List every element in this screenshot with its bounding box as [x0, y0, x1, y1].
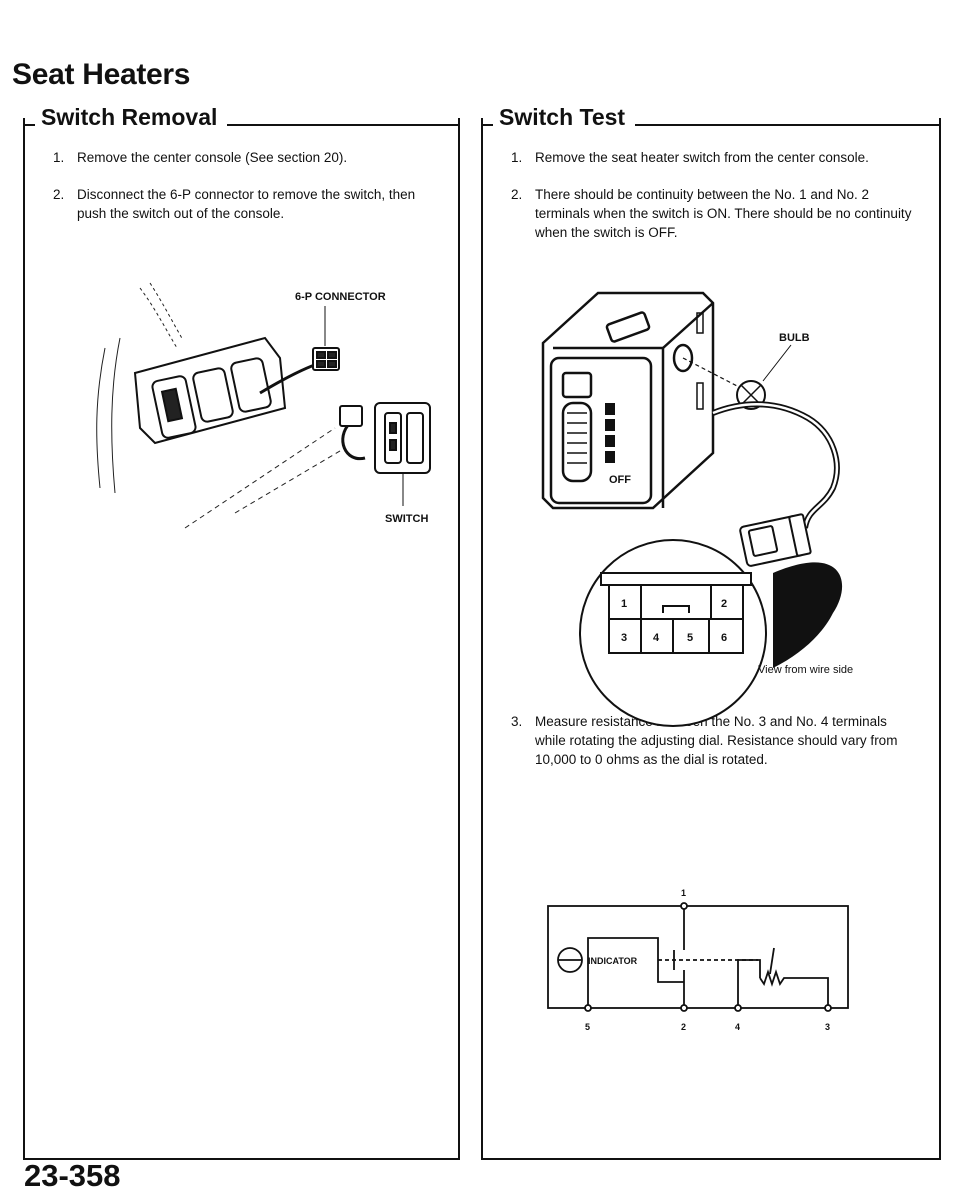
- terminal-block-drawing: [600, 572, 752, 654]
- switch-removal-panel: Switch Removal 1. Remove the center cons…: [23, 104, 460, 1160]
- step-number: 1.: [53, 150, 65, 165]
- terminal-1: 1: [621, 598, 627, 610]
- bulb-label: BULB: [779, 332, 810, 344]
- step-text: Remove the center console (See section 2…: [77, 150, 348, 165]
- schematic-terminal-2: 2: [681, 1022, 686, 1032]
- switch-removal-title: Switch Removal: [41, 103, 218, 130]
- removal-step: 1. Remove the center console (See sectio…: [53, 148, 440, 167]
- switch-test-panel: Switch Test 1. Remove the seat heater sw…: [481, 104, 941, 1160]
- magnify-wedge: [773, 562, 843, 668]
- terminal-2: 2: [721, 598, 727, 610]
- terminal-6: 6: [721, 632, 727, 644]
- connector-drawing: [739, 513, 812, 567]
- page-number: 23-358: [24, 1158, 121, 1193]
- test-step: 2. There should be continuity between th…: [511, 185, 921, 242]
- switch-test-illustration: OFF BULB: [541, 291, 853, 727]
- test-steps: 1. Remove the seat heater switch from th…: [511, 148, 921, 787]
- switch-test-header: Switch Test: [481, 100, 941, 134]
- switch-removal-header: Switch Removal: [23, 100, 460, 134]
- console-panel-drawing: [133, 336, 287, 445]
- switch-drawing: [339, 402, 431, 474]
- header-rule: [635, 124, 941, 126]
- step-number: 2.: [511, 187, 523, 202]
- switch-label: SWITCH: [385, 513, 428, 525]
- header-tick: [23, 124, 35, 126]
- wire-harness-drawing: [711, 401, 840, 529]
- step-number: 2.: [53, 187, 65, 202]
- header-tick: [481, 124, 493, 126]
- switch-body-drawing: [541, 291, 715, 510]
- terminal-4: 4: [653, 632, 660, 644]
- schematic-terminal-3: 3: [825, 1022, 830, 1032]
- step-text: There should be continuity between the N…: [535, 187, 912, 240]
- header-rule: [227, 124, 460, 126]
- removal-steps: 1. Remove the center console (See sectio…: [53, 148, 440, 241]
- switch-schematic: INDICATOR 1 5 2 4 3: [547, 888, 849, 1032]
- step-number: 3.: [511, 714, 523, 729]
- test-step: 3. Measure resistance between the No. 3 …: [511, 712, 921, 769]
- schematic-terminal-4: 4: [735, 1022, 740, 1032]
- indicator-label: INDICATOR: [588, 956, 638, 966]
- step-text: Measure resistance between the No. 3 and…: [535, 714, 898, 767]
- switch-removal-illustration: 6-P CONNECTOR SWITCH: [96, 282, 431, 529]
- connector-plug-drawing: [312, 347, 340, 371]
- step-text: Disconnect the 6-P connector to remove t…: [77, 187, 416, 221]
- schematic-terminal-1: 1: [681, 888, 686, 898]
- connector-label: 6-P CONNECTOR: [295, 291, 386, 303]
- page-title: Seat Heaters: [12, 58, 191, 91]
- step-text: Remove the seat heater switch from the c…: [535, 150, 869, 165]
- view-label: View from wire side: [758, 664, 853, 676]
- switch-test-title: Switch Test: [499, 103, 626, 130]
- terminal-3: 3: [621, 632, 627, 644]
- removal-step: 2. Disconnect the 6-P connector to remov…: [53, 185, 440, 223]
- off-label: OFF: [609, 474, 631, 486]
- test-step: 1. Remove the seat heater switch from th…: [511, 148, 921, 167]
- step-number: 1.: [511, 150, 523, 165]
- schematic-terminal-5: 5: [585, 1022, 590, 1032]
- terminal-5: 5: [687, 632, 693, 644]
